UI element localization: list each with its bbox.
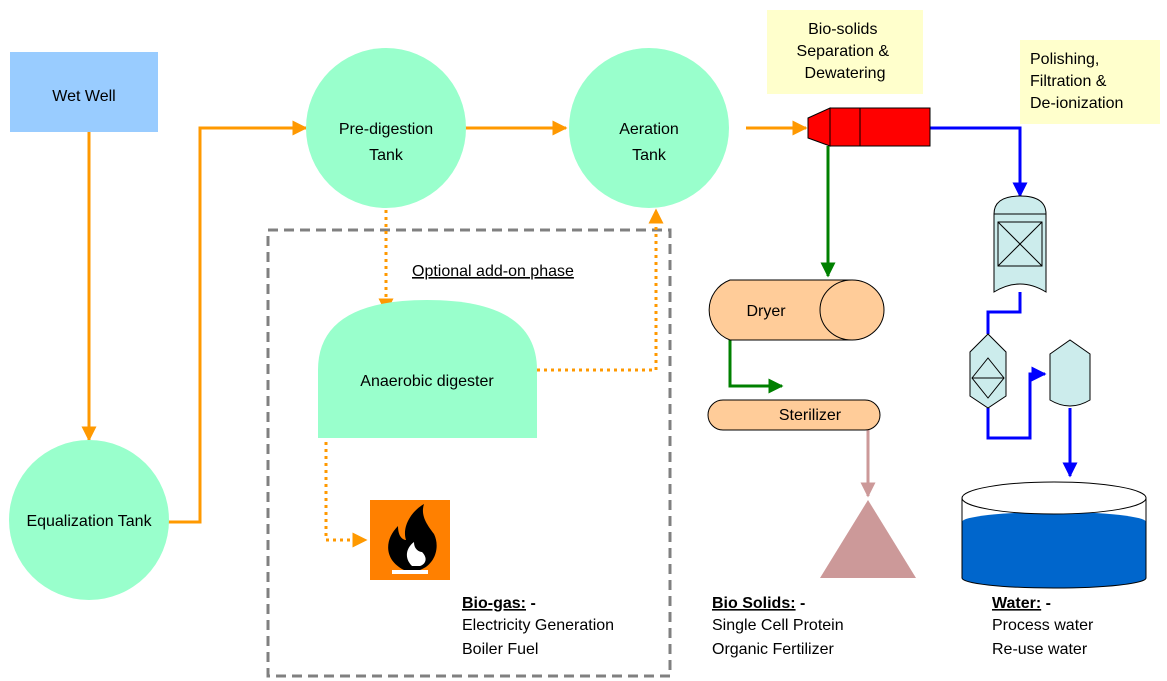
biogas-output: Bio-gas: - Electricity Generation Boiler… xyxy=(462,595,614,658)
polishing-callout-line1: Polishing, xyxy=(1030,51,1099,68)
ion-exchange-column-icon xyxy=(969,333,1007,409)
water-output: Water: - Process water Re-use water xyxy=(992,595,1094,658)
wet-well-label: Wet Well xyxy=(52,88,115,105)
aeration-label-line2: Tank xyxy=(632,147,667,164)
optional-phase-frame xyxy=(266,228,672,678)
water-item-2: Re-use water xyxy=(992,641,1088,658)
separator-to-filter-arrow xyxy=(930,126,1028,198)
svg-text:Polishing, Filtration &: Polishing, Filtration & De-ionization xyxy=(1030,51,1123,112)
wet-well-node: Wet Well xyxy=(10,52,158,132)
digester-to-aeration-arrow xyxy=(537,208,664,372)
pre-digestion-label-line2: Tank xyxy=(369,147,404,164)
svg-text:Bio-solids Separation &: Bio-solids Separation & Dewatering xyxy=(797,21,894,82)
pre-digestion-label-line1: Pre-digestion xyxy=(339,121,433,138)
biosolids-item-1: Single Cell Protein xyxy=(712,617,844,634)
equalization-to-predigestion-arrow xyxy=(168,120,308,524)
biosolids-callout-line2: Separation & xyxy=(797,43,890,60)
ion-column-to-polish-column-arrow xyxy=(986,366,1047,440)
biogas-title: Bio-gas: xyxy=(462,595,526,612)
dryer-label: Dryer xyxy=(746,303,786,320)
biosolids-separator-icon xyxy=(807,107,931,147)
equalization-tank-label: Equalization Tank xyxy=(26,513,152,530)
svg-text:Bio-gas: -: Bio-gas: - xyxy=(462,595,536,612)
svg-text:Water: -: Water: - xyxy=(992,595,1051,612)
polishing-callout-line2: Filtration & xyxy=(1030,73,1107,90)
biogas-suffix: - xyxy=(526,595,536,612)
dryer-to-sterilizer-arrow xyxy=(728,340,784,394)
filter-to-ion-column-arrow xyxy=(986,292,1022,334)
biosolids-callout-line3: Dewatering xyxy=(805,65,886,82)
polishing-column-icon xyxy=(1049,339,1091,407)
water-item-1: Process water xyxy=(992,617,1094,634)
equalization-tank-node: Equalization Tank xyxy=(9,440,169,600)
biogas-item-1: Electricity Generation xyxy=(462,617,614,634)
optional-flow-lines xyxy=(324,208,664,548)
pre-digestion-tank-node: Pre-digestion Tank xyxy=(306,48,466,208)
anaerobic-digester-node: Anaerobic digester xyxy=(318,300,537,438)
water-title: Water: xyxy=(992,595,1041,612)
anaerobic-digester-label: Anaerobic digester xyxy=(360,373,494,390)
biosolids-item-2: Organic Fertilizer xyxy=(712,641,834,658)
biosolids-title: Bio Solids: xyxy=(712,595,796,612)
aeration-tank-node: Aeration Tank xyxy=(569,48,729,208)
polishing-callout-line3: De-ionization xyxy=(1030,95,1123,112)
biosolids-suffix: - xyxy=(796,595,806,612)
biosolids-separation-callout: Bio-solids Separation & Dewatering xyxy=(767,10,923,94)
biogas-item-2: Boiler Fuel xyxy=(462,641,538,658)
flame-icon xyxy=(370,500,450,580)
sterilizer-label: Sterilizer xyxy=(779,407,842,424)
water-flow-lines xyxy=(930,126,1078,478)
biosolids-output: Bio Solids: - Single Cell Protein Organi… xyxy=(712,595,844,658)
water-tank-icon xyxy=(961,481,1147,589)
polishing-callout: Polishing, Filtration & De-ionization xyxy=(1020,40,1160,124)
optional-phase-label: Optional add-on phase xyxy=(412,263,574,280)
sterilizer-node: Sterilizer xyxy=(707,399,881,431)
main-flow-lines xyxy=(81,120,808,524)
aeration-label-line1: Aeration xyxy=(619,121,679,138)
biosolids-pile-icon xyxy=(820,500,916,578)
biosolids-callout-line1: Bio-solids xyxy=(808,21,877,38)
solids-flow-lines xyxy=(728,146,836,394)
digester-to-biogas-arrow xyxy=(324,428,368,548)
dryer-node: Dryer xyxy=(708,279,885,341)
water-suffix: - xyxy=(1041,595,1051,612)
filter-column-icon xyxy=(993,195,1047,293)
svg-text:Bio Solids: -: Bio Solids: - xyxy=(712,595,805,612)
